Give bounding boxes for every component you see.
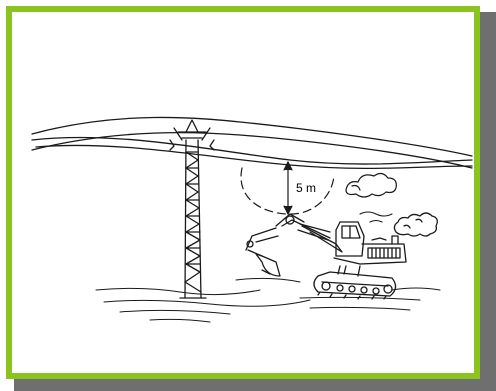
clearance-dimension-arrow: [284, 162, 292, 214]
wind-marks: [360, 212, 392, 222]
power-lines: [32, 117, 472, 168]
cloud: [346, 173, 396, 197]
excavator: [246, 213, 437, 299]
clearance-label: 5 m: [296, 181, 316, 195]
